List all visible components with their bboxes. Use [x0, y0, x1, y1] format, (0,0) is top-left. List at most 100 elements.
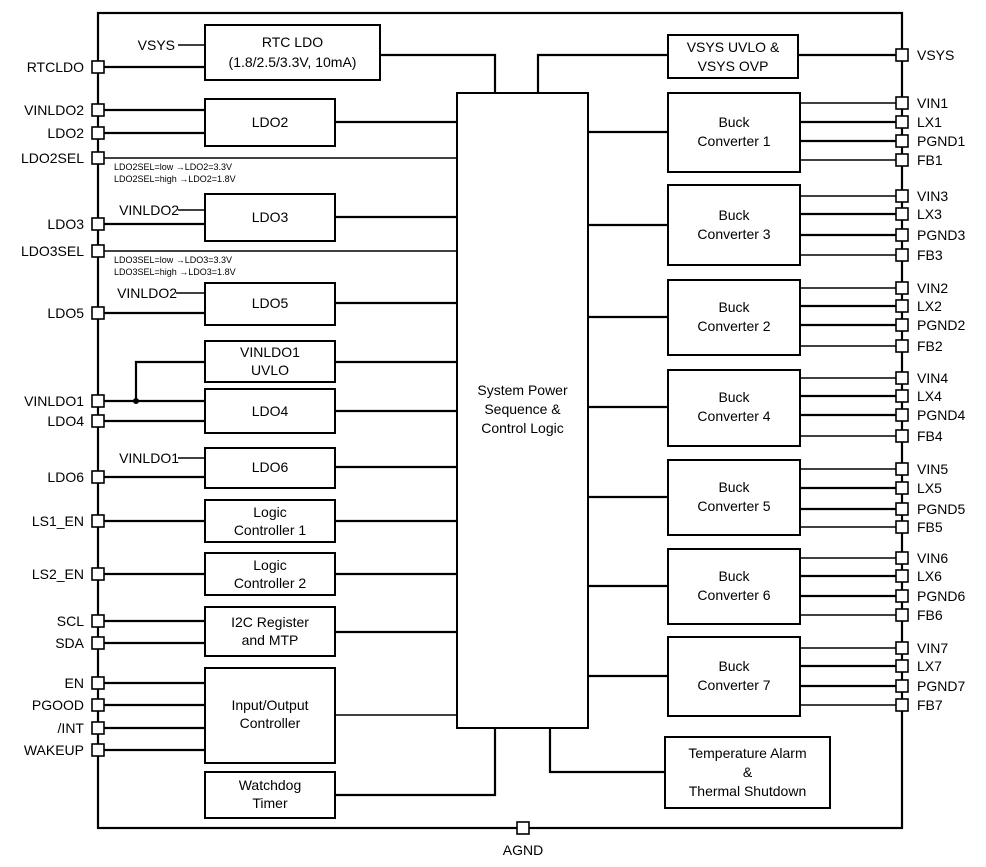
- wires: [98, 44, 902, 834]
- pin-fb2: FB2: [917, 338, 943, 354]
- rtc-ldo-spec: (1.8/2.5/3.3V, 10mA): [229, 54, 357, 70]
- block-buck-converter-2: Buck Converter 2: [667, 279, 801, 356]
- buck1-line2: Converter 1: [697, 133, 770, 149]
- block-buck-converter-4: Buck Converter 4: [667, 369, 801, 447]
- pin-vin4: VIN4: [917, 370, 948, 386]
- pin-fb4: FB4: [917, 428, 943, 444]
- pin-fb3: FB3: [917, 247, 943, 263]
- ldo6-input-label: VINLDO1: [119, 450, 179, 466]
- pin-rtcldo: RTCLDO: [27, 59, 84, 75]
- pin-vin1: VIN1: [917, 95, 948, 111]
- pin-pgnd1: PGND1: [917, 133, 965, 149]
- block-logic-controller-1: Logic Controller 1: [204, 499, 336, 543]
- pin-vin6: VIN6: [917, 550, 948, 566]
- pin-vinldo1: VINLDO1: [24, 393, 84, 409]
- pin-ldo6: LDO6: [47, 469, 84, 485]
- rtc-vsys-input-label: VSYS: [138, 37, 175, 53]
- pin-lx2: LX2: [917, 298, 942, 314]
- agnd-pin: [516, 821, 530, 835]
- block-logic-controller-2: Logic Controller 2: [204, 552, 336, 596]
- block-buck-converter-5: Buck Converter 5: [667, 459, 801, 536]
- pin-pgnd3: PGND3: [917, 227, 965, 243]
- block-watchdog-timer: Watchdog Timer: [204, 771, 336, 819]
- pin-fb7: FB7: [917, 697, 943, 713]
- pin-lx3: LX3: [917, 206, 942, 222]
- buck6-line1: Buck: [718, 568, 750, 584]
- watchdog-line1: Watchdog: [239, 777, 302, 793]
- pin-agnd: AGND: [503, 842, 543, 858]
- pin-ldo4: LDO4: [47, 413, 84, 429]
- vsys-uvlo-line1: VSYS UVLO &: [687, 39, 780, 55]
- thermal-line2: &: [743, 764, 753, 780]
- pin-en: EN: [65, 675, 84, 691]
- buck3-line2: Converter 3: [697, 226, 770, 242]
- buck1-line1: Buck: [718, 114, 750, 130]
- pin-ls2-en: LS2_EN: [32, 566, 84, 582]
- pin-vinldo2: VINLDO2: [24, 102, 84, 118]
- ldo3sel-high-note: LDO3SEL=high →LDO3=1.8V: [114, 267, 236, 277]
- block-system-control-logic: System Power Sequence & Control Logic: [456, 92, 589, 729]
- pin-scl: SCL: [57, 613, 84, 629]
- buck6-line2: Converter 6: [697, 587, 770, 603]
- block-vsys-uvlo-ovp: VSYS UVLO & VSYS OVP: [667, 34, 799, 79]
- buck7-line1: Buck: [718, 658, 750, 674]
- ldo2sel-high-note: LDO2SEL=high →LDO2=1.8V: [114, 174, 236, 184]
- pin-pgnd6: PGND6: [917, 588, 965, 604]
- thermal-line3: Thermal Shutdown: [689, 783, 807, 799]
- ldo5-title: LDO5: [252, 295, 289, 311]
- buck2-line1: Buck: [718, 299, 750, 315]
- pin-ldo5: LDO5: [47, 305, 84, 321]
- pin-ldo3sel: LDO3SEL: [21, 243, 84, 259]
- block-ldo6: LDO6: [204, 447, 336, 489]
- pin-fb5: FB5: [917, 519, 943, 535]
- rtc-ldo-title: RTC LDO: [262, 34, 323, 50]
- vinldo1-uvlo-line2: UVLO: [251, 362, 289, 378]
- pin-pgood: PGOOD: [32, 697, 84, 713]
- vinldo1-junction-dot: [133, 398, 139, 404]
- ldo3-title: LDO3: [252, 209, 289, 225]
- pin-lx6: LX6: [917, 568, 942, 584]
- pin-sda: SDA: [55, 635, 84, 651]
- pin-ldo2sel: LDO2SEL: [21, 150, 84, 166]
- logic1-line2: Controller 1: [234, 522, 307, 538]
- block-ldo2: LDO2: [204, 98, 336, 147]
- left-pin-labels: RTCLDO VINLDO2 LDO2 LDO2SEL LDO3 LDO3SEL…: [21, 59, 85, 758]
- pin-vin7: VIN7: [917, 640, 948, 656]
- ldo2sel-low-note: LDO2SEL=low →LDO2=3.3V: [114, 162, 232, 172]
- i2c-line1: I2C Register: [231, 614, 309, 630]
- buck3-line1: Buck: [718, 207, 750, 223]
- system-line3: Control Logic: [481, 420, 564, 436]
- buck2-line2: Converter 2: [697, 318, 770, 334]
- buck7-line2: Converter 7: [697, 677, 770, 693]
- block-buck-converter-6: Buck Converter 6: [667, 548, 801, 625]
- pin-ldo2: LDO2: [47, 125, 84, 141]
- block-ldo4: LDO4: [204, 388, 336, 434]
- block-buck-converter-1: Buck Converter 1: [667, 92, 801, 173]
- thermal-line1: Temperature Alarm: [688, 745, 806, 761]
- right-pin-squares: [895, 48, 909, 712]
- buck5-line2: Converter 5: [697, 498, 770, 514]
- block-i2c-register: I2C Register and MTP: [204, 606, 336, 657]
- watchdog-line2: Timer: [252, 795, 288, 811]
- vsys-uvlo-line2: VSYS OVP: [698, 58, 769, 74]
- block-buck-converter-7: Buck Converter 7: [667, 636, 801, 717]
- pin-vin5: VIN5: [917, 461, 948, 477]
- pin-wakeup: WAKEUP: [24, 742, 84, 758]
- logic1-line1: Logic: [253, 504, 286, 520]
- pin-lx7: LX7: [917, 658, 942, 674]
- pin-pgnd5: PGND5: [917, 501, 965, 517]
- block-rtc-ldo: RTC LDO (1.8/2.5/3.3V, 10mA): [204, 24, 381, 81]
- buck4-line1: Buck: [718, 389, 750, 405]
- pin-pgnd4: PGND4: [917, 407, 965, 423]
- ldo3sel-low-note: LDO3SEL=low →LDO3=3.3V: [114, 255, 232, 265]
- pin-vin3: VIN3: [917, 188, 948, 204]
- ldo4-title: LDO4: [252, 403, 289, 419]
- pin-int: /INT: [58, 720, 85, 736]
- pin-lx1: LX1: [917, 114, 942, 130]
- pin-lx5: LX5: [917, 480, 942, 496]
- buck4-line2: Converter 4: [697, 408, 770, 424]
- ldo6-title: LDO6: [252, 459, 289, 475]
- pin-ldo3: LDO3: [47, 216, 84, 232]
- system-line2: Sequence &: [484, 401, 561, 417]
- pin-vin2: VIN2: [917, 280, 948, 296]
